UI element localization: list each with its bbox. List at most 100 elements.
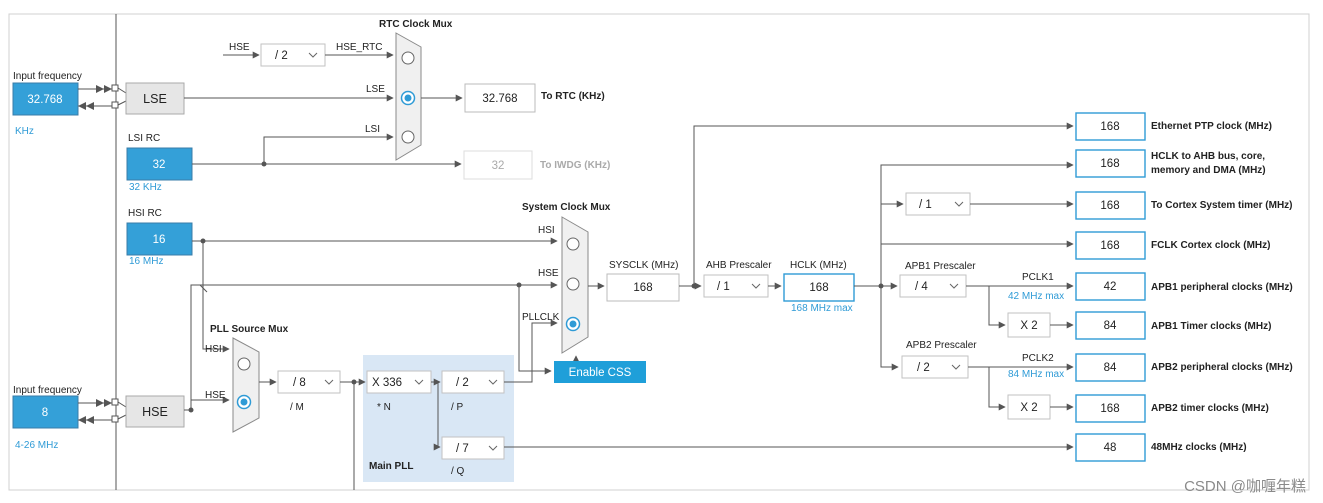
apb2-prescaler-label: APB2 Prescaler	[906, 340, 977, 351]
output-value-box	[1075, 112, 1146, 141]
sysmux-radio-hse[interactable]	[566, 277, 580, 291]
chevron-down-icon	[951, 364, 961, 370]
rtc-output-label: To RTC (KHz)	[541, 91, 605, 102]
output-apb1-peripheral: 42 APB1 peripheral clocks (MHz)	[1075, 272, 1293, 301]
hse-oscillator-block[interactable]	[125, 395, 185, 428]
rtc-hse-rtc-label: HSE_RTC	[336, 42, 383, 53]
output-value: 168	[1100, 121, 1119, 133]
pllsrc-hse-label: HSE	[205, 390, 226, 401]
chevron-down-icon	[488, 445, 498, 451]
ethernet-ptp-wire	[693, 122, 1074, 286]
hse-input-range: 4-26 MHz	[15, 440, 58, 451]
hclk-input-field[interactable]	[783, 273, 855, 302]
sysmux-pllclk-label: PLLCLK	[522, 312, 560, 323]
lse-oscillator-block[interactable]	[125, 82, 185, 115]
lsi-rc-unit: 32 KHz	[129, 182, 162, 193]
enable-css-label: Enable CSS	[569, 367, 632, 379]
output-label-line2: memory and DMA (MHz)	[1151, 165, 1266, 176]
lse-input-unit: KHz	[15, 126, 34, 137]
pclk1-label: PCLK1	[1022, 272, 1054, 283]
iwdg-output-label: To IWDG (KHz)	[540, 160, 610, 171]
hse-bus-wire	[190, 284, 519, 410]
sysmux-hsi-label: HSI	[538, 225, 555, 236]
output-label: 48MHz clocks (MHz)	[1151, 442, 1247, 453]
rtc-radio-hse-rtc[interactable]	[401, 51, 415, 65]
lse-bidirectional-icon	[78, 84, 127, 110]
pll-q-value: / 7	[456, 443, 469, 455]
rtc-hse-divider-value: / 2	[275, 50, 288, 62]
output-apb1-timer: 84 APB1 Timer clocks (MHz)	[1075, 311, 1271, 340]
hclk-ahb-wire	[880, 161, 1074, 286]
hse-bidirectional-icon	[78, 398, 127, 424]
hse-input-frequency-field[interactable]	[12, 395, 79, 429]
output-value: 168	[1100, 240, 1119, 252]
sysmux-radio-hsi[interactable]	[566, 237, 580, 251]
output-value-box	[1075, 353, 1146, 382]
lse-input-value: 32.768	[27, 94, 62, 106]
cortex-divider-value: / 1	[919, 199, 932, 211]
pll-n-label: * N	[377, 402, 391, 413]
output-label: APB2 timer clocks (MHz)	[1151, 403, 1269, 414]
rtc-hse-label: HSE	[229, 42, 250, 53]
pll-source-mux-title: PLL Source Mux	[210, 324, 289, 335]
apb2-prescaler-value: / 2	[917, 362, 930, 374]
pll-m-label: / M	[290, 402, 304, 413]
output-value-box	[1075, 272, 1146, 301]
output-value: 84	[1104, 362, 1117, 374]
system-mux-title: System Clock Mux	[522, 202, 611, 213]
csdn-watermark: CSDN @咖喱年糕	[1184, 478, 1306, 495]
pll-q-divider-select[interactable]	[441, 436, 505, 460]
iwdg-output-box	[463, 150, 533, 180]
apb1-timer-mult-value: X 2	[1020, 320, 1037, 332]
output-label: APB1 Timer clocks (MHz)	[1151, 321, 1271, 332]
enable-css-button[interactable]	[554, 361, 646, 383]
main-pll-title: Main PLL	[369, 461, 413, 472]
lse-input-caption: Input frequency	[13, 71, 82, 82]
output-label: APB1 peripheral clocks (MHz)	[1151, 282, 1293, 293]
chevron-down-icon	[488, 379, 498, 385]
pllsrc-radio-hsi[interactable]	[237, 357, 251, 371]
chevron-down-icon	[308, 52, 318, 58]
output-value: 168	[1100, 403, 1119, 415]
sysclk-box	[606, 273, 680, 302]
output-value: 168	[1100, 158, 1119, 170]
lse-input-frequency-field[interactable]	[12, 82, 79, 116]
hclk-value: 168	[809, 282, 828, 294]
output-value-box	[1075, 394, 1146, 423]
chevron-down-icon	[954, 201, 964, 207]
pllclk-wire	[504, 319, 558, 383]
lsi-to-rtc-wire	[263, 133, 394, 164]
pclk2-label: PCLK2	[1022, 353, 1054, 364]
chevron-down-icon	[751, 283, 761, 289]
sysmux-hse-label: HSE	[538, 268, 559, 279]
pll-q-label: / Q	[451, 466, 465, 477]
apb1-prescaler-value: / 4	[915, 281, 928, 293]
pll-n-value: X 336	[372, 377, 402, 389]
output-hclk-ahb: 168 HCLK to AHB bus, core, memory and DM…	[1075, 149, 1266, 178]
rtc-lse-label: LSE	[366, 84, 385, 95]
output-value-box	[1075, 311, 1146, 340]
apb2-in-wire	[880, 286, 899, 371]
css-wire	[518, 285, 552, 375]
pllsrc-hsi-label: HSI	[205, 344, 222, 355]
hse-oscillator-label: HSE	[142, 405, 168, 419]
radio-selected-icon	[240, 398, 248, 406]
lsi-rc-value: 32	[153, 159, 166, 171]
hsi-rc-unit: 16 MHz	[129, 256, 163, 267]
output-apb2-timer: 168 APB2 timer clocks (MHz)	[1075, 394, 1269, 423]
hse-input-caption: Input frequency	[13, 385, 82, 396]
output-value-box	[1075, 149, 1146, 178]
hsi-rc-value: 16	[153, 234, 166, 246]
output-value: 42	[1104, 281, 1117, 293]
output-value: 84	[1104, 320, 1117, 332]
hsi-to-pllsrc-wire	[202, 241, 230, 353]
pll-m-value: / 8	[293, 377, 306, 389]
ahb-prescaler-label: AHB Prescaler	[706, 260, 772, 271]
output-label: APB2 peripheral clocks (MHz)	[1151, 362, 1293, 373]
rtc-radio-lsi[interactable]	[401, 130, 415, 144]
hclk-max: 168 MHz max	[791, 303, 853, 314]
iwdg-output-value: 32	[492, 160, 505, 172]
output-label: HCLK to AHB bus, core,	[1151, 151, 1265, 162]
output-label: Ethernet PTP clock (MHz)	[1151, 121, 1272, 132]
output-cortex-timer: 168 To Cortex System timer (MHz)	[1075, 191, 1293, 220]
